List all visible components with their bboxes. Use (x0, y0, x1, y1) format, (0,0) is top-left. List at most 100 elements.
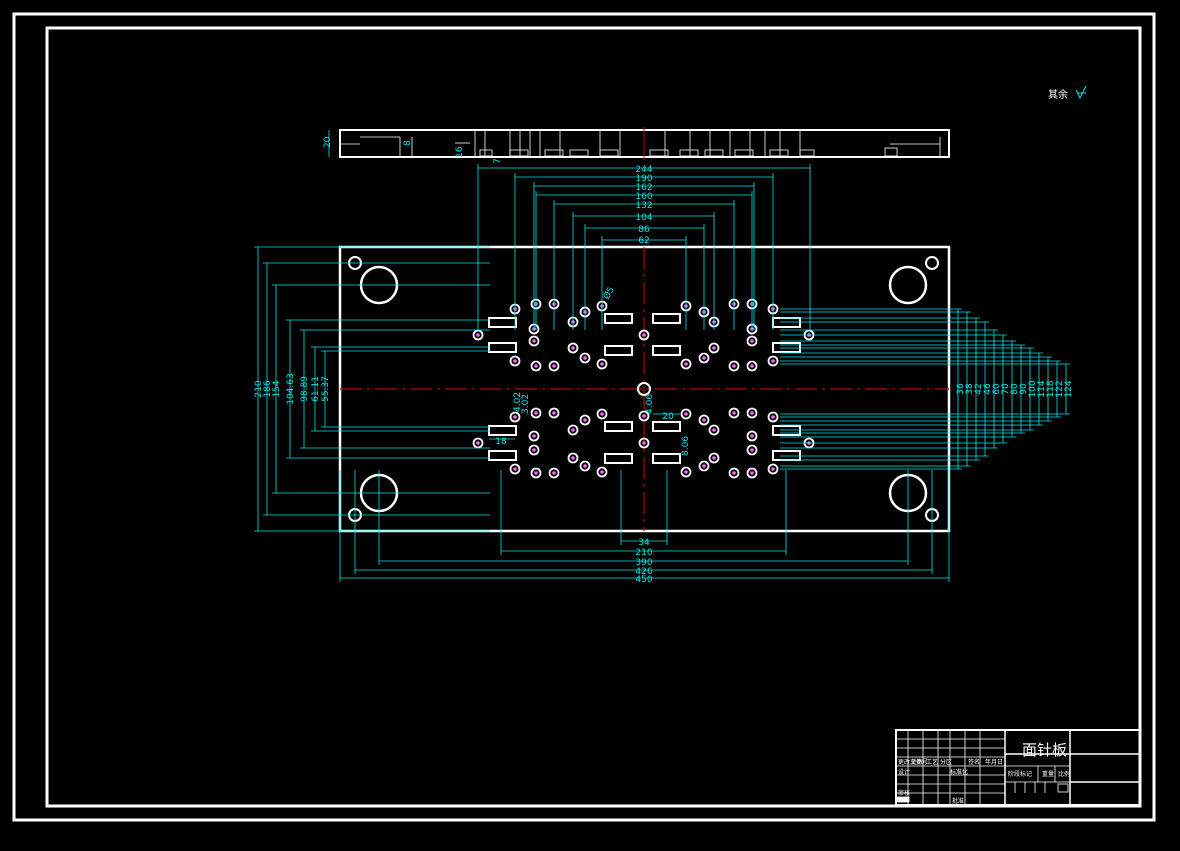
hole-center (642, 441, 646, 445)
dim-label: 426 (635, 567, 652, 577)
tb-label: 阶段标记 (1008, 770, 1032, 778)
center-hole (637, 382, 651, 396)
ejector-hole (530, 467, 542, 479)
dim-label: 8.06 (681, 436, 691, 456)
top-dimensions: 244 190 162 160 132 104 86 62 (635, 165, 652, 246)
hole-center (552, 471, 556, 475)
dim-label: 132 (635, 201, 652, 211)
hole-center (513, 415, 517, 419)
ejector-hole (746, 335, 758, 347)
ejector-hole (638, 410, 650, 422)
hole-center (750, 411, 754, 415)
hole-center (732, 364, 736, 368)
ejector-hole (509, 355, 521, 367)
ejector-hole (528, 444, 540, 456)
side-detail-slot (649, 149, 669, 157)
hole-center (771, 359, 775, 363)
ejector-hole (530, 407, 542, 419)
ejector-hole (579, 460, 591, 472)
tb-label: 批准 (952, 797, 964, 805)
tb-label: 重量 (1042, 770, 1054, 778)
ejector-hole (567, 424, 579, 436)
side-detail-slot (599, 149, 619, 157)
hole-center (712, 346, 716, 350)
hole-center (750, 364, 754, 368)
hole-center (642, 333, 646, 337)
slot (772, 342, 801, 353)
hole-center (642, 414, 646, 418)
ejector-hole (680, 408, 692, 420)
dim-label: 20 (662, 412, 674, 422)
tb-label: 设计 (898, 768, 910, 776)
dim-label: 100 (1028, 380, 1038, 397)
hole-center (600, 412, 604, 416)
hole-center (750, 448, 754, 452)
ejector-hole (698, 460, 710, 472)
part-name: 面针板 (1022, 741, 1067, 759)
ejector-hole (509, 463, 521, 475)
hole-center (702, 464, 706, 468)
side-detail-slot (544, 149, 564, 157)
dim-label: 186 (263, 380, 273, 397)
dim-label: 104 (635, 213, 652, 223)
hole-center (771, 415, 775, 419)
hole-center (571, 346, 575, 350)
slot (652, 345, 681, 356)
ejector-hole (528, 430, 540, 442)
tb-mark (896, 796, 910, 803)
hole-center (732, 411, 736, 415)
hole-center (583, 418, 587, 422)
screw-hole (925, 256, 939, 270)
hole-center (552, 411, 556, 415)
dim-label: 104.63 (286, 373, 296, 405)
roughness-note: 其余 (1048, 88, 1068, 101)
ejector-hole (548, 360, 560, 372)
hole-center (513, 467, 517, 471)
dim-label: 18 (495, 437, 507, 447)
hole-center (702, 418, 706, 422)
hole-center (532, 448, 536, 452)
dim-label: 98.89 (300, 376, 310, 402)
ejector-hole (472, 437, 484, 449)
ejector-hole (767, 355, 779, 367)
ejector-hole (596, 408, 608, 420)
tb-label: 年月日 (985, 758, 1003, 766)
ejector-hole (767, 411, 779, 423)
dim-label: 42 (974, 383, 984, 394)
dim-label: 90 (1019, 383, 1029, 395)
dim-label: 450 (635, 575, 652, 585)
dim-label: 114 (1037, 380, 1047, 397)
side-view: 20 8 16 7 (323, 127, 950, 164)
hole-center (712, 456, 716, 460)
bottom-dimensions: 34 210 390 426 450 (635, 538, 652, 585)
slot (488, 450, 517, 461)
side-detail-slot (734, 149, 754, 157)
hole-center (532, 434, 536, 438)
hole-center (552, 364, 556, 368)
tb-label: 分区 (940, 758, 952, 766)
slot (488, 342, 517, 353)
ejector-hole (579, 414, 591, 426)
plan-view (338, 245, 951, 533)
hole-center (750, 471, 754, 475)
slot (604, 313, 633, 324)
side-detail-slot (509, 149, 529, 157)
hole-center (771, 467, 775, 471)
dim-label: 61.11 (311, 376, 321, 402)
dim-label: 160 (635, 192, 652, 202)
ejector-hole (728, 467, 740, 479)
dim-label: 38 (965, 383, 975, 395)
dim-label: 154 (272, 380, 282, 397)
ejector-hole (767, 463, 779, 475)
ejector-hole (528, 335, 540, 347)
dim-label: 118 (1046, 380, 1056, 397)
ejector-hole (746, 467, 758, 479)
tb-label: 标准化 (950, 768, 968, 776)
hole-center (532, 339, 536, 343)
slot (604, 453, 633, 464)
ejector-hole (746, 430, 758, 442)
dim-label: 124 (1064, 380, 1074, 397)
side-detail-slot (884, 147, 898, 157)
guide-hole (888, 265, 928, 305)
